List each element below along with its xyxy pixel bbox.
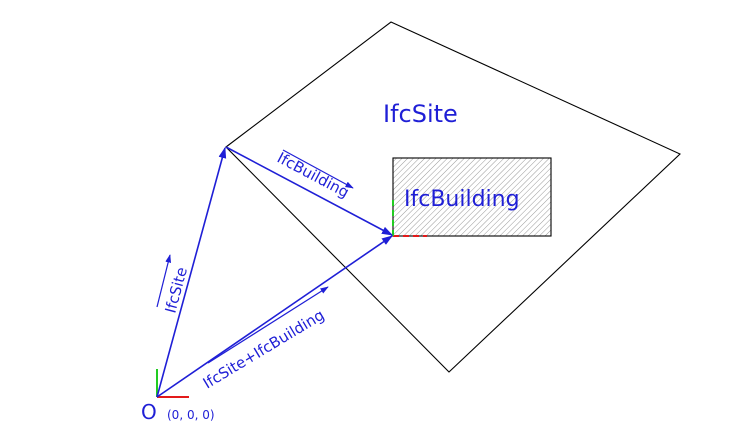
building-outline [392,157,552,237]
site-vector [156,146,227,398]
site-outline [225,21,681,373]
origin-coordinates: (0, 0, 0) [167,408,215,422]
site-label-overline-arrow [156,254,172,308]
building-vector [225,146,393,236]
sum-vector-label: IfcSite+IfcBuilding [200,306,328,393]
origin-label: O [141,400,157,424]
sum-vector [156,235,393,398]
sum-label-overline-arrow [207,286,329,364]
building-label: IfcBuilding [404,187,520,212]
site-label: IfcSite [383,100,458,128]
building-label-overline-arrow [282,149,354,189]
